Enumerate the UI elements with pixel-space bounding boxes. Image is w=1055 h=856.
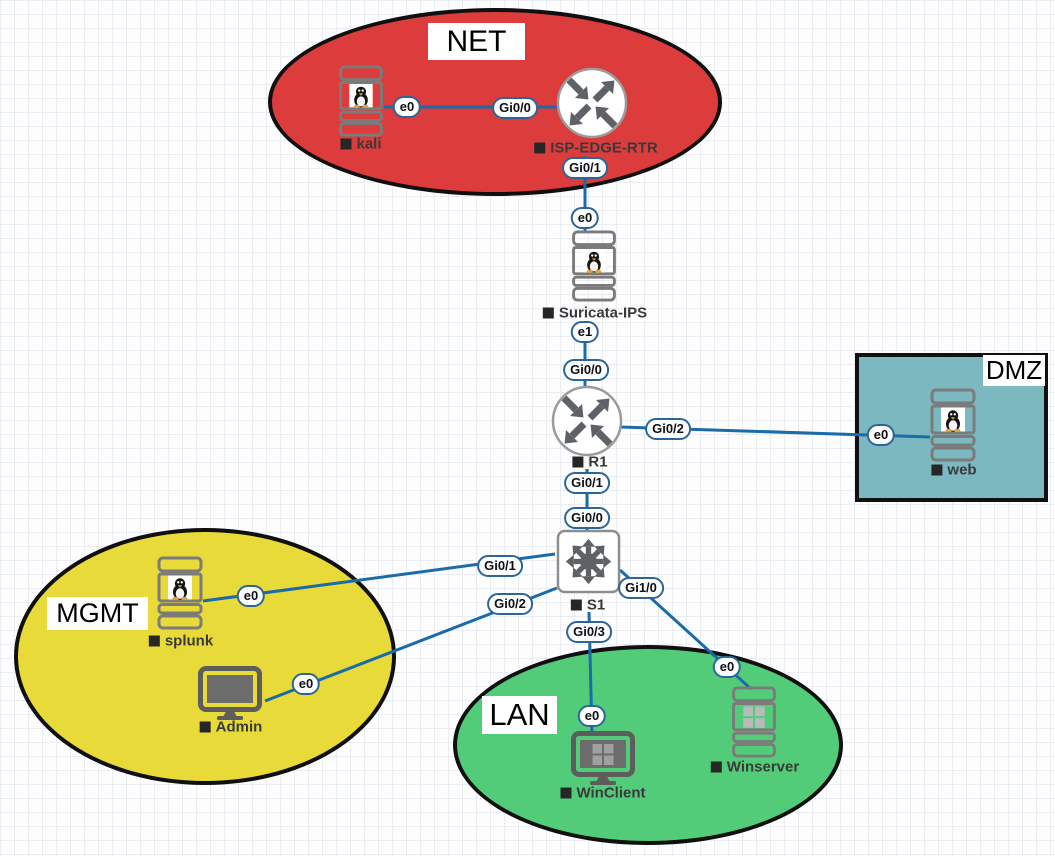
node-label-text: S1 (586, 596, 606, 614)
node-r1[interactable] (551, 385, 623, 457)
iface-label-r1-gi0-0[interactable]: Gi0/0 (563, 359, 609, 381)
switch-icon (556, 529, 621, 594)
iface-label-r1-gi0-1[interactable]: Gi0/1 (564, 472, 610, 494)
node-isp-edge-rtr[interactable] (556, 67, 628, 139)
node-label-text: splunk (164, 632, 214, 650)
label-square-icon (148, 635, 160, 647)
label-square-icon (710, 761, 722, 773)
node-label-text: R1 (588, 453, 608, 471)
node-splunk[interactable] (157, 556, 203, 630)
label-square-icon (340, 138, 352, 150)
linux-server-icon (338, 65, 384, 137)
iface-label-suricata-e1[interactable]: e1 (570, 321, 600, 343)
label-square-icon (560, 787, 572, 799)
router-icon (551, 385, 623, 457)
node-label-admin[interactable]: Admin (199, 718, 263, 736)
node-label-s1[interactable]: S1 (570, 596, 606, 614)
zone-mgmt-ellipse[interactable] (14, 528, 396, 785)
node-label-web[interactable]: web (931, 461, 977, 479)
iface-label-splunk-e0[interactable]: e0 (236, 585, 266, 607)
node-label-winclient[interactable]: WinClient (560, 784, 646, 802)
node-label-winserver[interactable]: Winserver (710, 758, 800, 776)
iface-label-isp-gi0-1[interactable]: Gi0/1 (562, 157, 608, 179)
iface-label-web-e0[interactable]: e0 (866, 424, 896, 446)
node-suricata-ips[interactable] (571, 230, 617, 302)
node-s1[interactable] (556, 529, 621, 594)
linux-server-icon (157, 556, 203, 630)
iface-label-s1-gi0-1[interactable]: Gi0/1 (477, 555, 523, 577)
linux-server-icon (930, 388, 976, 462)
label-square-icon (570, 599, 582, 611)
node-label-r1[interactable]: R1 (572, 453, 608, 471)
iface-label-kali-e0[interactable]: e0 (392, 96, 422, 118)
iface-label-winclient-e0[interactable]: e0 (577, 705, 607, 727)
zone-label-mgmt[interactable]: MGMT (47, 597, 148, 630)
iface-label-r1-gi0-2[interactable]: Gi0/2 (645, 418, 691, 440)
iface-label-s1-gi0-2[interactable]: Gi0/2 (487, 593, 533, 615)
zone-label-lan[interactable]: LAN (482, 696, 557, 734)
label-square-icon (199, 721, 211, 733)
iface-label-isp-gi0-0[interactable]: Gi0/0 (492, 97, 538, 119)
node-label-text: WinClient (576, 784, 646, 802)
node-label-text: Admin (215, 718, 263, 736)
zone-lan-ellipse[interactable] (453, 645, 843, 845)
zone-label-net[interactable]: NET (428, 23, 525, 60)
node-label-text: Suricata-IPS (558, 304, 648, 322)
router-icon (556, 67, 628, 139)
node-admin[interactable] (198, 666, 262, 720)
node-label-isp-edge-rtr[interactable]: ISP-EDGE-RTR (534, 141, 658, 156)
iface-label-winserver-e0[interactable]: e0 (712, 656, 742, 678)
node-winserver[interactable] (731, 686, 777, 758)
iface-label-suricata-e0[interactable]: e0 (570, 207, 600, 229)
node-winclient[interactable] (571, 731, 635, 785)
zone-label-dmz[interactable]: DMZ (983, 355, 1045, 386)
node-label-splunk[interactable]: splunk (148, 632, 214, 650)
node-label-text: kali (356, 135, 382, 153)
iface-label-s1-gi0-0[interactable]: Gi0/0 (564, 507, 610, 529)
node-label-text: web (947, 461, 977, 479)
iface-label-admin-e0[interactable]: e0 (291, 673, 321, 695)
windows-monitor-icon (571, 731, 635, 785)
label-square-icon (572, 456, 584, 468)
monitor-icon (198, 666, 262, 720)
node-label-text: ISP-EDGE-RTR (550, 139, 658, 157)
linux-server-icon (571, 230, 617, 302)
label-square-icon (542, 307, 554, 319)
node-label-suricata-ips[interactable]: Suricata-IPS (542, 304, 648, 322)
iface-label-s1-gi1-0[interactable]: Gi1/0 (618, 577, 664, 599)
node-label-kali[interactable]: kali (340, 135, 382, 153)
node-kali[interactable] (338, 65, 384, 137)
node-web[interactable] (930, 388, 976, 462)
iface-label-s1-gi0-3[interactable]: Gi0/3 (566, 621, 612, 643)
node-label-text: Winserver (726, 758, 800, 776)
windows-server-icon (731, 686, 777, 758)
label-square-icon (534, 142, 546, 154)
label-square-icon (931, 464, 943, 476)
